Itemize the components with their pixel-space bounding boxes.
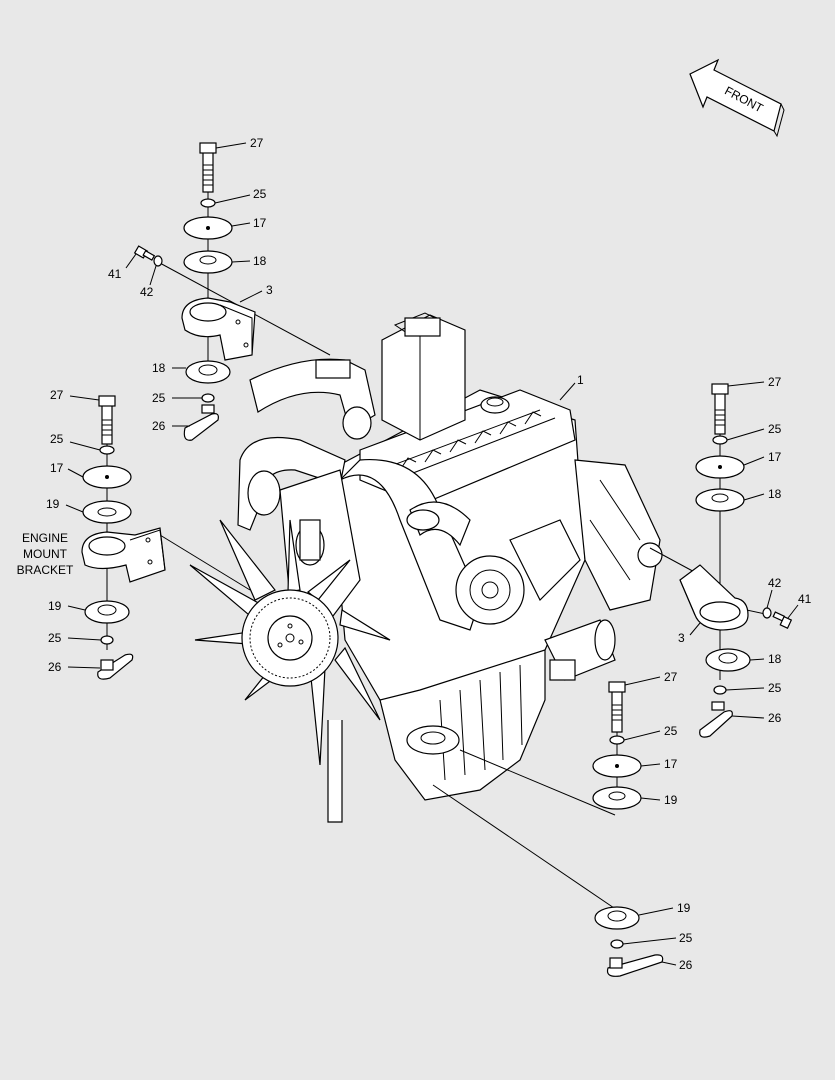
callout-pad-18-c: 18 xyxy=(768,487,782,501)
callout-numbers: 1 27 25 17 18 3 41 42 18 25 26 27 25 17 … xyxy=(17,136,812,972)
callout-bolt-27-b: 27 xyxy=(50,388,64,402)
callout-stopper-26-a: 26 xyxy=(152,419,166,433)
pad-18-c xyxy=(695,488,745,512)
stopper-26-c xyxy=(699,710,733,738)
pad-19-c xyxy=(592,786,642,810)
callout-pad-19-d: 19 xyxy=(677,901,691,915)
callout-leaders xyxy=(65,142,799,966)
washer-25-g xyxy=(609,735,625,745)
callout-washer-25-f: 25 xyxy=(768,681,782,695)
washer-25-f xyxy=(713,685,727,695)
callout-small-bolt-41-a: 41 xyxy=(108,267,122,281)
washer-25-h xyxy=(610,939,624,949)
callout-pad-17-b: 17 xyxy=(50,461,64,475)
stopper-26-a xyxy=(183,413,219,441)
callout-washer-25-h: 25 xyxy=(679,931,693,945)
callout-washer-25-d: 25 xyxy=(48,631,62,645)
mount-stack-front-right xyxy=(592,681,664,977)
bracket-caption-line-2: MOUNT xyxy=(23,547,68,561)
washer-25-a xyxy=(200,198,216,208)
pad-19-d xyxy=(594,906,640,930)
washer-25-e xyxy=(712,435,728,445)
callout-bolt-27-d: 27 xyxy=(664,670,678,684)
pad-19-a xyxy=(82,500,132,524)
callout-washer-25-b: 25 xyxy=(152,391,166,405)
callout-stopper-26-c: 26 xyxy=(768,711,782,725)
cooling-fan xyxy=(189,519,391,766)
mount-stack-front-left xyxy=(81,395,166,680)
pad-18-a xyxy=(183,250,233,274)
washer-25-d xyxy=(100,635,114,645)
callout-washer-25-c: 25 xyxy=(50,432,64,446)
callout-pad-19-a: 19 xyxy=(46,497,60,511)
callout-washer-25-g: 25 xyxy=(664,724,678,738)
pad-18-b xyxy=(185,360,231,384)
callout-pad-19-c: 19 xyxy=(664,793,678,807)
bracket-caption-line-3: BRACKET xyxy=(17,563,74,577)
bracket-caption-line-1: ENGINE xyxy=(22,531,68,545)
callout-bracket-3-a: 3 xyxy=(266,283,273,297)
stopper-26-b xyxy=(97,653,134,680)
callout-small-bolt-41-b: 41 xyxy=(798,592,812,606)
pad-18-d xyxy=(705,648,751,672)
callout-bolt-27-c: 27 xyxy=(768,375,782,389)
mount-stack-rear-right xyxy=(679,383,793,738)
engine-mount-bracket-caption: ENGINE MOUNT BRACKET xyxy=(17,531,74,577)
bolt-27-b xyxy=(101,401,113,445)
callout-pad-17-d: 17 xyxy=(664,757,678,771)
callout-pad-18-a: 18 xyxy=(253,254,267,268)
engine-assembly xyxy=(189,312,663,823)
callout-pad-17-a: 17 xyxy=(253,216,267,230)
callout-pad-19-b: 19 xyxy=(48,599,62,613)
front-direction-arrow: FRONT xyxy=(689,58,785,138)
washer-25-b xyxy=(201,393,215,403)
callout-engine: 1 xyxy=(577,373,584,387)
callout-washer-25-e: 25 xyxy=(768,422,782,436)
callout-pad-17-c: 17 xyxy=(768,450,782,464)
callout-small-washer-42-b: 42 xyxy=(768,576,782,590)
callout-washer-25-a: 25 xyxy=(253,187,267,201)
callout-bracket-3-b: 3 xyxy=(678,631,685,645)
small-washer-42-a xyxy=(153,255,163,267)
callout-pad-18-b: 18 xyxy=(152,361,166,375)
washer-25-c xyxy=(99,445,115,455)
pad-19-b xyxy=(84,600,130,624)
small-washer-42-b xyxy=(762,607,772,619)
callout-stopper-26-d: 26 xyxy=(679,958,693,972)
mount-stack-rear-left xyxy=(133,142,256,441)
callout-stopper-26-b: 26 xyxy=(48,660,62,674)
callout-bolt-27-a: 27 xyxy=(250,136,264,150)
engine-mount-bracket xyxy=(81,527,166,583)
callout-pad-18-d: 18 xyxy=(768,652,782,666)
callout-small-washer-42-a: 42 xyxy=(140,285,154,299)
bolt-27-c xyxy=(714,389,726,435)
